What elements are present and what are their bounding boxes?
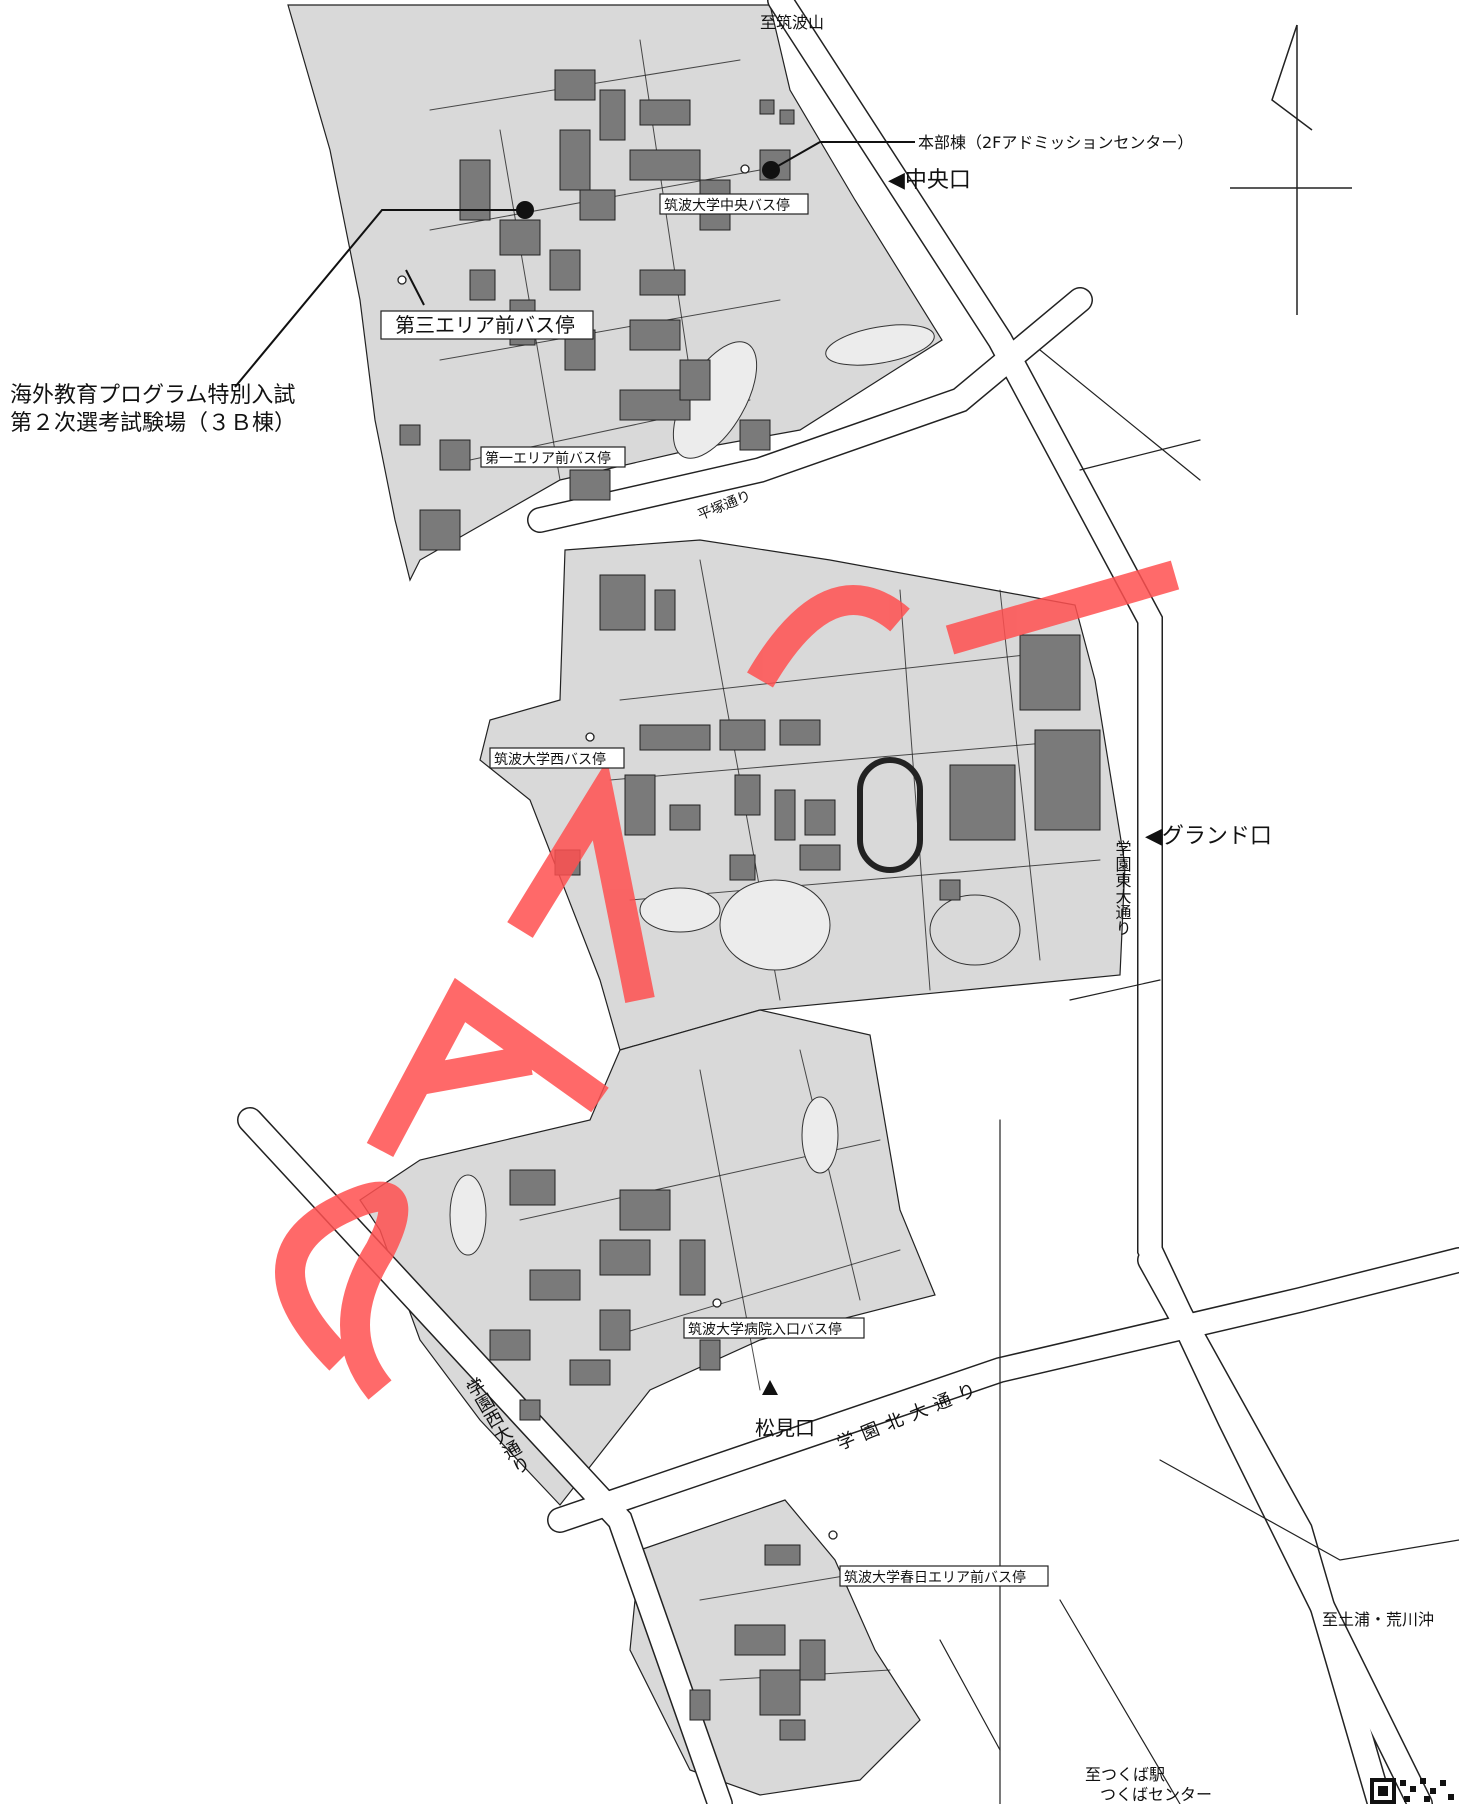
label-gakuen-higashi: 学園東大通り [1113, 840, 1132, 936]
bus-stop-icon [397, 164, 838, 1540]
ponds [449, 324, 1021, 1256]
label-byoin-bus: 筑波大学病院入口バス停 [688, 1321, 842, 1338]
label-to-station-1: 至つくば駅 [1085, 1765, 1165, 1784]
label-exam-line1: 海外教育プログラム特別入試 [10, 383, 295, 408]
label-matsumi-gate: 松見口 [755, 1416, 815, 1440]
north-arrow-icon [1230, 24, 1352, 315]
label-chuo-bus: 筑波大学中央バス停 [664, 197, 790, 214]
label-honbu: 本部棟（2Fアドミッションセンター） [918, 133, 1193, 152]
label-to-tsukuba-san: 至筑波山 [760, 13, 824, 32]
triangle-pointer-icon [762, 1380, 778, 1395]
buildings [399, 69, 1101, 1741]
exam-marker [234, 201, 534, 388]
label-dai1-bus: 第一エリア前バス停 [485, 450, 611, 467]
label-to-station-2: つくばセンター [1100, 1785, 1212, 1804]
bus-stop-label-boxes [380, 193, 1049, 1587]
honbu-marker [762, 141, 915, 179]
label-chuo-gate: ◀中央口 [888, 168, 971, 193]
sample-watermark [275, 560, 1180, 1400]
label-to-tsuchiura: 至土浦・荒川沖 [1322, 1610, 1434, 1629]
label-exam-line2: 第２次選考試験場（３Ｂ棟） [10, 411, 296, 436]
label-nishi-bus: 筑波大学西バス停 [494, 751, 606, 768]
roads [237, 0, 1459, 1804]
track-field [857, 757, 923, 873]
qr-code-icon [1370, 1778, 1454, 1804]
label-grand-gate: ◀グランド口 [1145, 824, 1272, 849]
label-dai3-bus: 第三エリア前バス停 [395, 313, 575, 337]
label-kasuga-bus: 筑波大学春日エリア前バス停 [844, 1569, 1026, 1586]
